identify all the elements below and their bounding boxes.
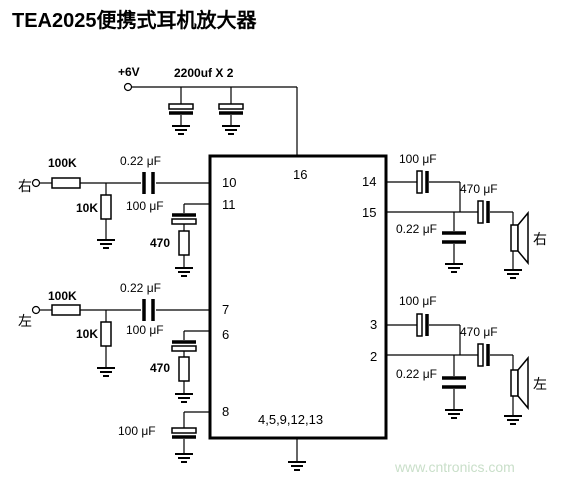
power-terminal — [123, 82, 133, 92]
pin-11-label: 11 — [222, 197, 236, 212]
pin8-capacitor-label: 100 μF — [118, 424, 156, 438]
left-pin6-capacitor — [171, 340, 197, 352]
left-bootstrap-capacitor — [416, 313, 429, 337]
right-bootstrap-capacitor — [416, 170, 429, 194]
pin-15-label: 15 — [362, 205, 376, 220]
left-series-resistor — [51, 304, 81, 316]
pin-10-label: 10 — [222, 175, 236, 190]
right-output-capacitor-label: 470 μF — [460, 182, 498, 196]
right-speaker — [510, 210, 529, 266]
right-pin11-capacitor — [171, 213, 197, 225]
left-input-label: 左 — [18, 314, 32, 330]
left-input-capacitor-label: 0.22 μF — [120, 281, 161, 295]
right-shunt-resistor — [100, 194, 112, 220]
pin-3-label: 3 — [370, 317, 377, 332]
left-input-capacitor — [142, 299, 155, 321]
right-filter-capacitor-label: 0.22 μF — [396, 222, 437, 236]
supply-caps-label: 2200uf X 2 — [174, 66, 234, 80]
left-output-capacitor-label: 470 μF — [460, 325, 498, 339]
right-output-capacitor — [477, 200, 490, 224]
supply-capacitor-1 — [168, 87, 194, 135]
left-filter-capacitor-label: 0.22 μF — [396, 367, 437, 381]
left-output-capacitor — [477, 343, 490, 367]
left-pin6-resistor — [178, 356, 190, 382]
left-input-terminal — [31, 305, 41, 315]
right-pin11-resistor — [178, 230, 190, 256]
left-speaker-label: 左 — [533, 377, 547, 393]
right-series-resistor — [51, 177, 81, 189]
pin-2-label: 2 — [370, 349, 377, 364]
left-pin6-resistor-label: 470 — [150, 361, 170, 375]
supply-capacitor-2 — [218, 87, 244, 135]
pin8-capacitor — [171, 427, 197, 439]
right-input-capacitor-label: 0.22 μF — [120, 154, 161, 168]
right-input-terminal — [31, 178, 41, 188]
right-speaker-label: 右 — [533, 232, 547, 248]
pin-8-label: 8 — [222, 404, 229, 419]
right-input-label: 右 — [18, 179, 32, 195]
title: TEA2025便携式耳机放大器 — [12, 8, 257, 32]
ground-pins-label: 4,5,9,12,13 — [258, 412, 323, 427]
watermark: www.cntronics.com — [394, 459, 515, 475]
right-shunt-resistor-label: 10K — [76, 201, 98, 215]
supply-voltage-label: +6V — [118, 65, 140, 79]
pin-6-label: 6 — [222, 327, 229, 342]
left-filter-capacitor — [442, 376, 466, 389]
right-pin11-capacitor-label: 100 μF — [126, 199, 164, 213]
chip-ground-symbol — [287, 455, 307, 471]
left-shunt-resistor — [100, 321, 112, 347]
right-series-resistor-label: 100K — [48, 156, 77, 170]
pin-16-label: 16 — [293, 167, 307, 182]
right-pin11-resistor-label: 470 — [150, 236, 170, 250]
tea2025-chip — [208, 154, 388, 440]
right-input-capacitor — [142, 172, 155, 194]
left-speaker — [510, 355, 529, 411]
right-filter-capacitor — [442, 231, 466, 244]
pin-7-label: 7 — [222, 302, 229, 317]
left-series-resistor-label: 100K — [48, 289, 77, 303]
left-shunt-resistor-label: 10K — [76, 327, 98, 341]
left-pin6-capacitor-label: 100 μF — [126, 323, 164, 337]
pin-14-label: 14 — [362, 174, 376, 189]
right-bootstrap-capacitor-label: 100 μF — [399, 152, 437, 166]
left-bootstrap-capacitor-label: 100 μF — [399, 294, 437, 308]
